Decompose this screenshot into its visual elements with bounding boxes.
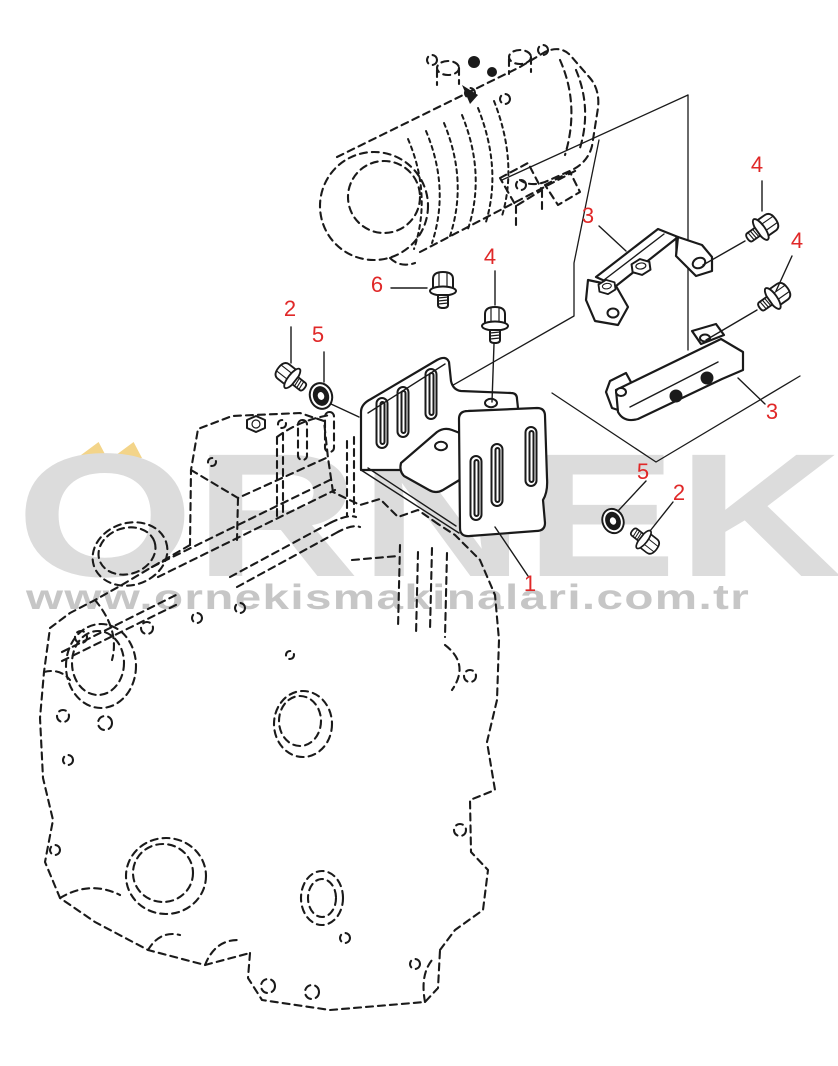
- bracket-strap-lower: [604, 322, 745, 422]
- callout-1: 1: [523, 571, 537, 596]
- callout-3-upper: 3: [581, 203, 595, 228]
- bracket-strap-upper: [584, 227, 714, 327]
- callout-5-bottom: 5: [636, 459, 650, 484]
- bolt-4-top-right: [739, 208, 784, 250]
- callout-4-right: 4: [790, 228, 804, 253]
- callout-3-lower: 3: [765, 399, 779, 424]
- mounting-plate-outline: [433, 94, 801, 463]
- callout-4-center: 4: [483, 244, 497, 269]
- bolt-2-left: [270, 357, 313, 399]
- bolt-6: [429, 271, 457, 309]
- callout-2-bottom: 2: [672, 480, 686, 505]
- callout-5: 5: [311, 322, 325, 347]
- washer-5-bottom: [597, 504, 629, 538]
- bolt-4-center: [481, 306, 509, 344]
- washer-5-left: [305, 379, 337, 413]
- engine-timing-case-drawing: [38, 410, 501, 1012]
- bolt-4-right: [751, 277, 796, 319]
- compressor-drawing: [318, 43, 600, 266]
- watermark-url-text: www.ornekismakinalari.com.tr: [26, 578, 751, 617]
- callout-4-top-right: 4: [750, 152, 764, 177]
- callout-leader-lines: [290, 180, 793, 577]
- compressor-fittings: [462, 56, 497, 104]
- bracket-main: [359, 356, 549, 538]
- compressor-pulley-ribs: [407, 100, 510, 250]
- bolt-2-bottom: [624, 521, 665, 560]
- callout-2: 2: [283, 296, 297, 321]
- engine-cap-nut: [246, 415, 266, 433]
- callout-6: 6: [370, 272, 384, 297]
